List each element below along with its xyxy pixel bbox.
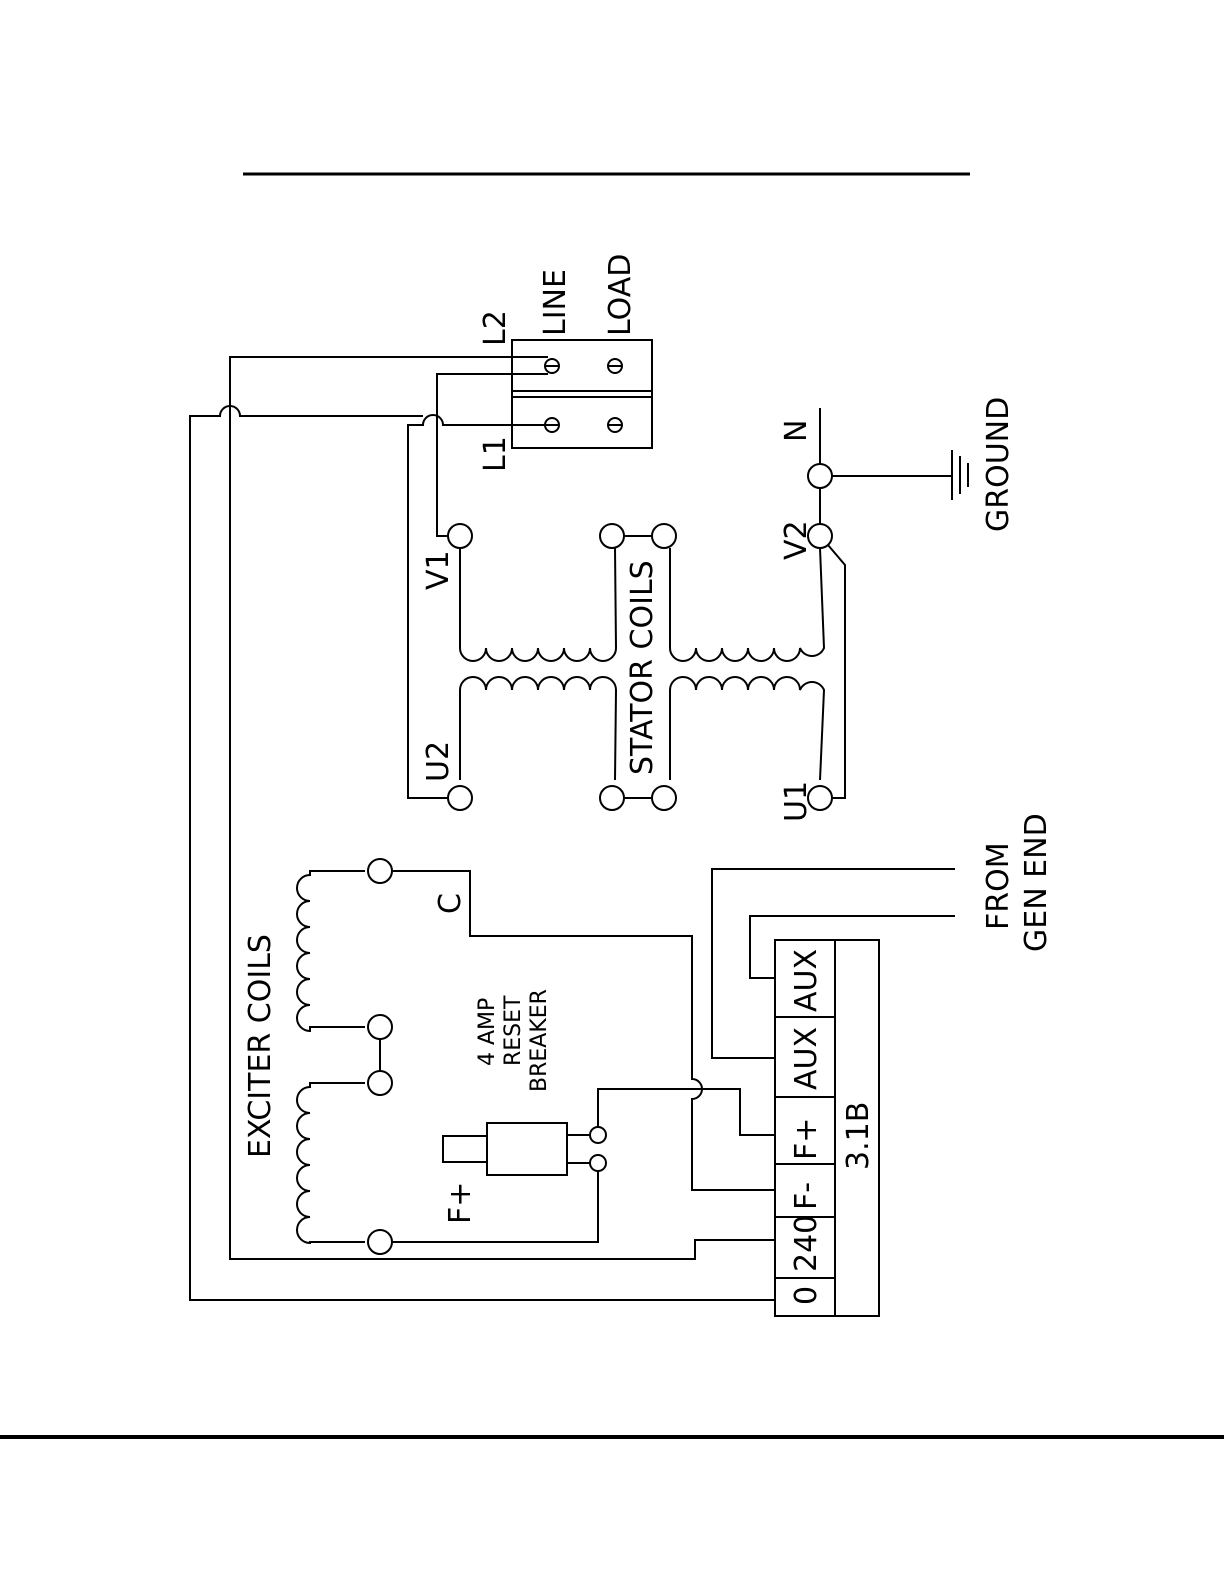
label-line: LINE <box>538 269 573 336</box>
terminal-label-240: 240 <box>789 1215 824 1272</box>
label-load: LOAD <box>603 254 638 336</box>
terminal-f-plus-exciter <box>368 1230 392 1254</box>
terminal-label-0: 0 <box>789 1286 824 1305</box>
label-stator-coils: STATOR COILS <box>625 560 660 775</box>
terminal-label-f-plus: F+ <box>789 1118 824 1160</box>
label-l1: L1 <box>478 436 513 472</box>
label-f-plus-exciter: F+ <box>443 1182 478 1224</box>
label-l2: L2 <box>478 310 513 346</box>
terminal-n <box>808 464 832 488</box>
label-v1: V1 <box>421 550 456 590</box>
terminal-u2 <box>448 786 472 810</box>
label-n: N <box>779 420 814 442</box>
ground-symbol <box>832 450 968 500</box>
label-ground: GROUND <box>981 397 1016 532</box>
label-breaker-line2: RESET <box>501 995 526 1066</box>
label-exciter-coils: EXCITER COILS <box>243 934 278 1158</box>
label-u1: U1 <box>779 781 814 822</box>
terminal-label-aux-2: AUX <box>789 949 824 1012</box>
label-breaker-line1: 4 AMP <box>475 998 500 1066</box>
label-from: FROM <box>981 842 1016 930</box>
label-gen-end: GEN END <box>1019 813 1054 952</box>
label-u2: U2 <box>421 741 456 782</box>
exciter-coils <box>297 859 392 1254</box>
terminal-v1 <box>448 524 472 548</box>
label-breaker-line3: BREAKER <box>527 989 552 1092</box>
label-v2: V2 <box>779 520 814 560</box>
terminal-label-aux-1: AUX <box>789 1027 824 1090</box>
terminal-label-f-minus: F- <box>789 1182 824 1210</box>
terminal-c <box>368 859 392 883</box>
reset-breaker <box>443 1123 606 1175</box>
label-c: C <box>433 893 468 914</box>
regulator-model: 3.1B <box>841 1102 876 1170</box>
